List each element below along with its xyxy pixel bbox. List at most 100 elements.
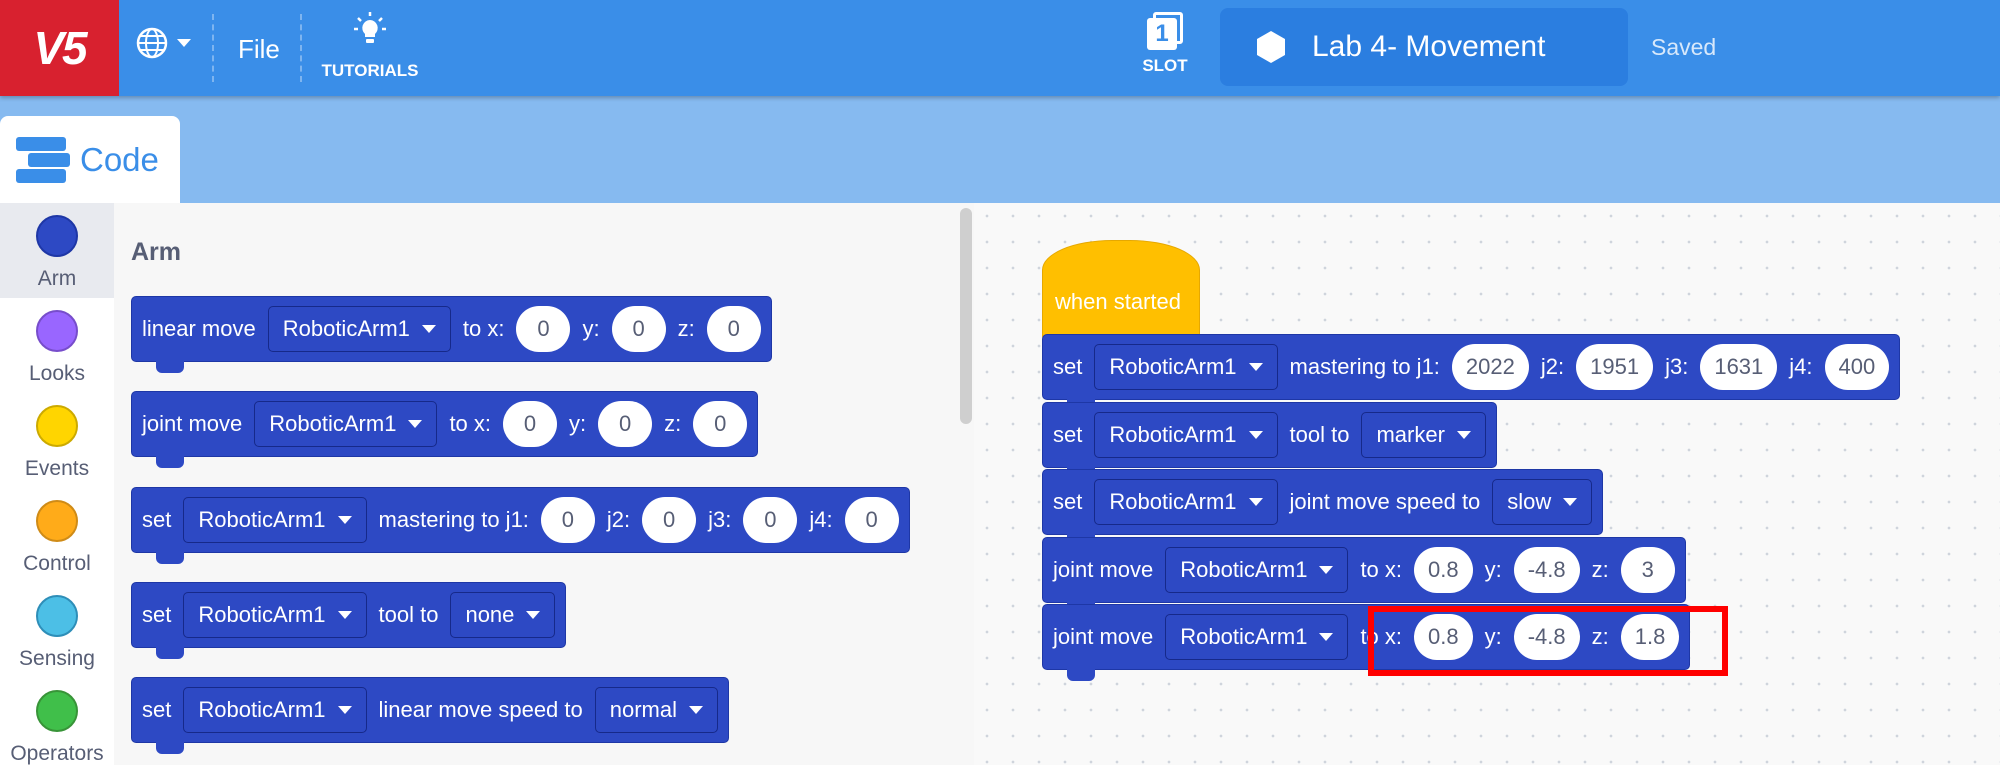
dropdown-value: RoboticArm1 <box>1109 422 1237 447</box>
set-tool-block[interactable]: set RoboticArm1 tool to marker <box>1042 402 1497 479</box>
tab-code-label: Code <box>80 140 159 178</box>
block-text: y: <box>582 316 600 341</box>
chevron-down-icon <box>1248 498 1263 506</box>
j3-input[interactable]: 1631 <box>1700 344 1778 390</box>
arm-dropdown[interactable]: RoboticArm1 <box>1165 614 1349 660</box>
palette-section-title: Arm <box>131 238 182 266</box>
dropdown-value: RoboticArm1 <box>198 602 326 627</box>
block-text: mastering to j1: <box>378 507 529 532</box>
arm-dropdown[interactable]: RoboticArm1 <box>267 306 451 352</box>
z-input[interactable]: 0 <box>706 306 761 352</box>
category-looks[interactable]: Looks <box>0 298 114 393</box>
tool-dropdown[interactable]: none <box>450 592 556 638</box>
category-label: Control <box>23 552 91 575</box>
block-palette: Arm linear move RoboticArm1 to x: 0 y: 0… <box>114 203 974 765</box>
top-bar: V5 File TUTORIALS 1 SLOT <box>0 0 2000 96</box>
x-input[interactable]: 0.8 <box>1414 547 1473 593</box>
j2-input[interactable]: 0 <box>642 497 697 543</box>
linear-move-block[interactable]: linear move RoboticArm1 to x: 0 y: 0 z: … <box>131 296 772 373</box>
block-text: to x: <box>449 411 492 436</box>
arm-dropdown[interactable]: RoboticArm1 <box>254 401 438 447</box>
block-text: z: <box>1591 557 1609 582</box>
category-events[interactable]: Events <box>0 393 114 488</box>
y-input[interactable]: 0 <box>611 306 666 352</box>
chevron-down-icon <box>337 516 352 524</box>
category-operators[interactable]: Operators <box>0 678 114 773</box>
speed-dropdown[interactable]: normal <box>594 687 718 733</box>
arm-dropdown[interactable]: RoboticArm1 <box>1094 344 1278 390</box>
joint-move-block[interactable]: joint move RoboticArm1 to x: 0.8 y: -4.8… <box>1042 604 1691 681</box>
chevron-down-icon <box>1248 431 1263 439</box>
set-mastering-block[interactable]: set RoboticArm1 mastering to j1: 0 j2: 0… <box>131 487 910 564</box>
block-text: joint move <box>1053 557 1154 582</box>
code-blocks-icon <box>16 136 70 183</box>
block-text: linear move <box>142 316 256 341</box>
joint-move-block[interactable]: joint move RoboticArm1 to x: 0.8 y: -4.8… <box>1042 537 1686 614</box>
block-text: j4: <box>1789 354 1813 379</box>
set-linear-speed-block[interactable]: set RoboticArm1 linear move speed to nor… <box>131 677 729 754</box>
j1-input[interactable]: 2022 <box>1451 344 1529 390</box>
arm-dropdown[interactable]: RoboticArm1 <box>183 592 367 638</box>
block-text: j3: <box>1665 354 1689 379</box>
chevron-down-icon <box>1456 431 1471 439</box>
category-label: Looks <box>28 362 86 385</box>
category-sensing[interactable]: Sensing <box>0 583 114 678</box>
tab-code[interactable]: Code <box>0 116 180 203</box>
y-input[interactable]: 0 <box>598 401 653 447</box>
z-input[interactable]: 1.8 <box>1620 614 1680 660</box>
j4-input[interactable]: 0 <box>844 497 899 543</box>
joint-move-block[interactable]: joint move RoboticArm1 to x: 0 y: 0 z: 0 <box>131 391 759 468</box>
x-input[interactable]: 0 <box>516 306 571 352</box>
when-started-block[interactable]: when started <box>1042 240 1200 342</box>
arm-dropdown[interactable]: RoboticArm1 <box>183 497 367 543</box>
slot-button[interactable]: 1 SLOT <box>1140 12 1190 76</box>
dropdown-value: normal <box>609 697 677 722</box>
tool-dropdown[interactable]: marker <box>1361 412 1486 458</box>
block-text: to x: <box>1360 557 1403 582</box>
set-joint-speed-block[interactable]: set RoboticArm1 joint move speed to slow <box>1042 469 1604 546</box>
y-input[interactable]: -4.8 <box>1513 547 1580 593</box>
looks-category-icon <box>36 310 78 352</box>
arm-dropdown[interactable]: RoboticArm1 <box>183 687 367 733</box>
dropdown-value: RoboticArm1 <box>282 316 410 341</box>
category-arm[interactable]: Arm <box>0 203 114 298</box>
block-text: joint move <box>1053 624 1154 649</box>
x-input[interactable]: 0 <box>503 401 558 447</box>
block-text: y: <box>1484 557 1502 582</box>
arm-dropdown[interactable]: RoboticArm1 <box>1165 547 1349 593</box>
set-mastering-block[interactable]: set RoboticArm1 mastering to j1: 2022 j2… <box>1042 334 1901 411</box>
j4-input[interactable]: 400 <box>1824 344 1890 390</box>
z-input[interactable]: 3 <box>1620 547 1675 593</box>
speed-dropdown[interactable]: slow <box>1492 479 1593 525</box>
y-input[interactable]: -4.8 <box>1513 614 1580 660</box>
block-text: set <box>142 697 172 722</box>
events-category-icon <box>36 405 78 447</box>
language-menu[interactable] <box>135 26 191 60</box>
arm-dropdown[interactable]: RoboticArm1 <box>1094 412 1278 458</box>
slot-icon: 1 <box>1147 12 1183 50</box>
project-name-field[interactable]: Lab 4- Movement <box>1220 8 1628 86</box>
file-menu[interactable]: File <box>238 34 280 64</box>
palette-scrollbar[interactable] <box>960 208 972 424</box>
category-control[interactable]: Control <box>0 488 114 583</box>
j3-input[interactable]: 0 <box>743 497 798 543</box>
chevron-down-icon <box>421 325 436 333</box>
project-name: Lab 4- Movement <box>1312 30 1546 63</box>
chevron-down-icon <box>1563 498 1578 506</box>
block-text: linear move speed to <box>378 697 583 722</box>
j2-input[interactable]: 1951 <box>1576 344 1654 390</box>
vex-logo[interactable]: V5 <box>0 0 119 96</box>
chevron-down-icon <box>337 611 352 619</box>
tutorials-button[interactable]: TUTORIALS <box>320 10 420 81</box>
highlight-box <box>1368 606 1728 676</box>
divider <box>300 14 302 82</box>
j1-input[interactable]: 0 <box>540 497 595 543</box>
block-text: tool to <box>1289 422 1350 447</box>
block-text: j3: <box>708 507 732 532</box>
x-input[interactable]: 0.8 <box>1414 614 1473 660</box>
set-tool-block[interactable]: set RoboticArm1 tool to none <box>131 582 567 659</box>
z-input[interactable]: 0 <box>693 401 748 447</box>
category-label: Events <box>24 457 90 480</box>
chevron-down-icon <box>177 39 191 47</box>
arm-dropdown[interactable]: RoboticArm1 <box>1094 479 1278 525</box>
